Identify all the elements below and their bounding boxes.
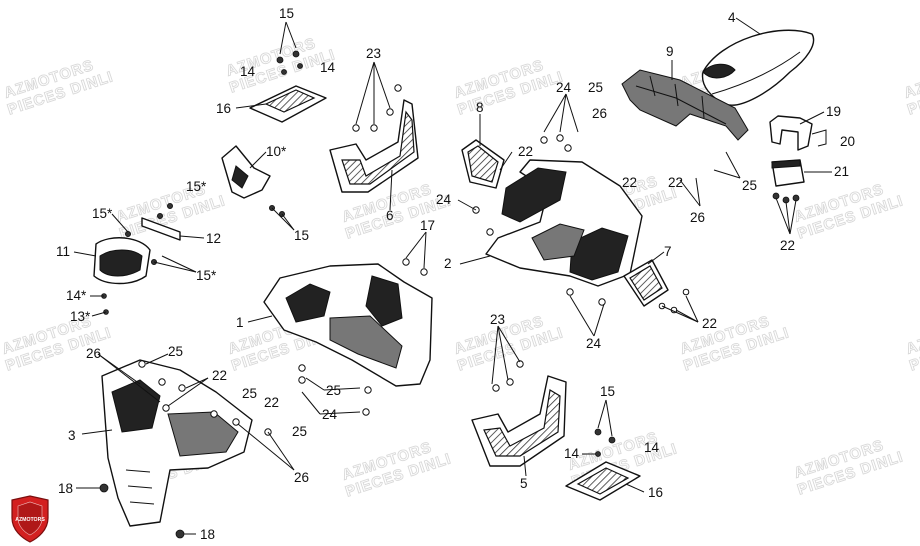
- part-latch: [811, 129, 827, 147]
- callout: 24: [586, 336, 602, 351]
- part-front-fender: [263, 258, 433, 416]
- watermark: AZMOTORS PIECES DINLI: [2, 56, 116, 119]
- callout: 15: [279, 6, 294, 21]
- callout: 24: [436, 192, 452, 207]
- callout: 6: [386, 208, 394, 223]
- callout: 13*: [70, 309, 91, 324]
- watermark: AZMOTORS PIECES DINLI: [902, 56, 920, 119]
- callout: 8: [476, 100, 484, 115]
- watermark: AZMOTORS PIECES DINLI: [792, 180, 906, 243]
- callout: 25: [292, 424, 307, 439]
- watermark: AZMOTORS PIECES DINLI: [0, 312, 114, 375]
- svg-text:AZMOTORS: AZMOTORS: [902, 57, 920, 102]
- part-seat-lock: [771, 159, 805, 204]
- callout: 14: [240, 64, 256, 79]
- callout: 15*: [186, 179, 207, 194]
- callout: 25: [326, 383, 341, 398]
- callout: 22: [518, 144, 533, 159]
- callout: 26: [690, 210, 705, 225]
- callout: 25: [242, 386, 257, 401]
- part-rear-rack: [621, 69, 749, 141]
- part-rear-fender: [472, 134, 643, 306]
- watermark: AZMOTORS PIECES DINLI: [452, 56, 566, 119]
- leader-lines: [73, 17, 832, 535]
- part-footrest-mat-bottom: [565, 428, 641, 501]
- callout: 4: [728, 10, 736, 25]
- callout: 19: [826, 104, 841, 119]
- watermark: AZMOTORS PIECES DINLI: [678, 312, 792, 375]
- part-rear-grille-right: [623, 259, 690, 314]
- callout: 14*: [66, 288, 87, 303]
- callout: 22: [780, 238, 795, 253]
- callout: 23: [490, 312, 505, 327]
- callout: 25: [742, 178, 757, 193]
- callout: 17: [420, 218, 435, 233]
- part-headlight-bracket: [141, 202, 181, 241]
- part-rear-grille-left: [461, 139, 505, 189]
- azmotors-logo: AZMOTORS: [11, 495, 49, 543]
- callout: 16: [216, 101, 231, 116]
- callout: 9: [666, 44, 674, 59]
- callout: 24: [322, 407, 338, 422]
- callout: 15*: [92, 206, 113, 221]
- callout: 3: [68, 428, 76, 443]
- part-seat-bracket: [769, 115, 813, 151]
- watermark: AZMOTORS PIECES DINLI: [340, 438, 454, 501]
- part-seat: [701, 29, 815, 106]
- part-footrest-mat-top: [249, 50, 327, 123]
- part-side-cover: [221, 145, 285, 217]
- callout: 16: [648, 485, 663, 500]
- svg-text:AZMOTORS: AZMOTORS: [15, 517, 45, 523]
- callout: 7: [664, 244, 672, 259]
- part-headlight: [93, 230, 157, 315]
- callout: 18: [58, 481, 73, 496]
- callout: 10*: [266, 144, 287, 159]
- callout: 22: [668, 175, 683, 190]
- callout: 18: [200, 527, 215, 542]
- svg-text:AZMOTORS: AZMOTORS: [904, 313, 920, 358]
- watermark: AZMOTORS PIECES DINLI: [904, 312, 920, 375]
- callout: 24: [556, 80, 572, 95]
- part-footwell-right: [471, 360, 567, 467]
- callout: 15: [600, 384, 615, 399]
- watermark: AZMOTORS PIECES DINLI: [792, 436, 906, 499]
- callout: 22: [622, 175, 637, 190]
- callout: 26: [592, 106, 607, 121]
- callout: 22: [264, 395, 279, 410]
- callout: 26: [86, 346, 101, 361]
- callout: 23: [366, 46, 381, 61]
- callout: 11: [56, 244, 70, 259]
- callout: 21: [834, 164, 849, 179]
- callout: 25: [168, 344, 183, 359]
- callout: 14: [564, 446, 580, 461]
- callout: 14: [320, 60, 336, 75]
- callout: 20: [840, 134, 855, 149]
- callout: 22: [702, 316, 717, 331]
- callout: 25: [588, 80, 603, 95]
- part-footwell-left: [329, 84, 419, 193]
- callout: 12: [206, 231, 221, 246]
- callout: 5: [520, 476, 528, 491]
- callout: 22: [212, 368, 227, 383]
- callout: 26: [294, 470, 309, 485]
- callout-labels: 15 14 14 16 23 6 10* 15 12 15* 15* 15* 1…: [56, 6, 855, 542]
- callout: 14: [644, 440, 660, 455]
- callout: 15*: [196, 268, 217, 283]
- callout: 2: [444, 256, 452, 271]
- callout: 15: [294, 228, 309, 243]
- callout: 1: [236, 315, 244, 330]
